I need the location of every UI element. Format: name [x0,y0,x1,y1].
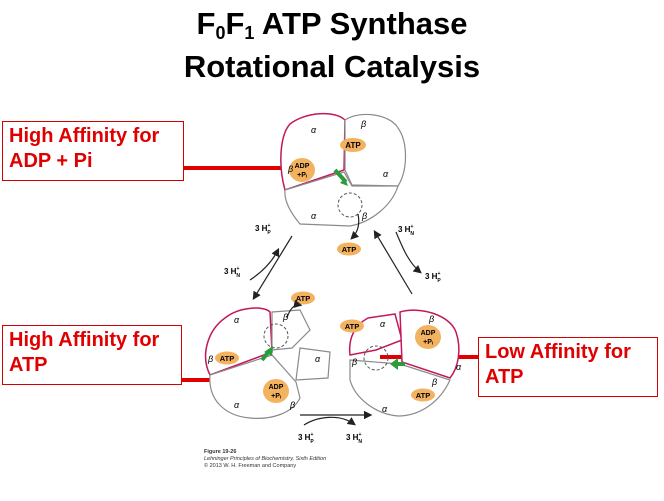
svg-text:α: α [456,362,462,372]
svg-text:β: β [282,312,288,322]
svg-text:α: α [383,169,389,179]
svg-text:ADP: ADP [295,163,310,170]
callout-line: Low Affinity for [485,341,631,363]
h-plus-n-label: 3 H+N [224,266,240,279]
callout-line: High Affinity for [9,329,160,351]
callout-low-affinity-atp: Low Affinity for ATP [478,337,658,397]
svg-text:α: α [315,354,321,364]
svg-text:β: β [287,164,293,174]
h-plus-n-label: 3 H+N [398,224,414,237]
callout-line: High Affinity for [9,125,160,147]
svg-text:β: β [428,314,434,324]
caption-figure-number: Figure 19-26 [204,449,237,455]
svg-text:ATP: ATP [345,141,361,150]
svg-text:α: α [311,211,317,221]
svg-text:+Pᵢ: +Pᵢ [423,339,433,346]
h-plus-p-label: 3 H+P [425,271,441,284]
complex-bottom-left: ATP ADP +Pᵢ ATP α β α β α β [204,291,331,419]
callout-line: ATP [9,354,48,376]
callout-line: ADP + Pi [9,150,93,172]
caption-book: Lehninger Principles of Biochemistry, Si… [204,456,327,462]
svg-text:β: β [207,354,213,364]
arrow-bottom: 3 H+P 3 H+N [298,410,373,445]
h-plus-p-label: 3 H+P [255,223,271,236]
complex-bottom-right: ATP ADP +Pᵢ ATP α β α β α β [340,309,462,417]
callout-high-affinity-atp: High Affinity for ATP [2,325,182,385]
arrow-right-ascending: 3 H+N 3 H+P [373,224,441,295]
h-plus-p-label: 3 H+P [298,432,314,445]
svg-text:β: β [360,119,366,129]
svg-text:β: β [289,400,295,410]
callout-high-affinity-adp-pi: High Affinity for ADP + Pi [2,121,184,181]
svg-text:ATP: ATP [345,322,359,331]
svg-text:ATP: ATP [416,391,430,400]
svg-text:α: α [234,400,240,410]
title-line-2: Rotational Catalysis [183,49,481,84]
svg-text:+Pᵢ: +Pᵢ [271,393,281,400]
svg-text:ATP: ATP [342,245,356,254]
svg-text:α: α [382,404,388,414]
svg-text:ATP: ATP [296,294,310,303]
svg-text:ADP: ADP [421,330,436,337]
svg-text:+Pᵢ: +Pᵢ [297,172,307,179]
svg-text:α: α [234,315,240,325]
svg-text:α: α [311,125,317,135]
complex-top: ATP ADP +Pᵢ α β α β α β ATP [280,112,407,256]
svg-text:β: β [361,211,367,221]
svg-text:β: β [351,357,357,367]
svg-text:ATP: ATP [220,354,234,363]
arrow-left-descending: 3 H+P 3 H+N [224,223,293,301]
svg-text:β: β [431,377,437,387]
caption-copyright: © 2013 W. H. Freeman and Company [204,463,297,469]
title-line-1: F0F1 ATP Synthase [196,6,468,43]
callout-line: ATP [485,366,524,388]
svg-text:ADP: ADP [269,384,284,391]
svg-text:α: α [380,319,386,329]
figure-caption: Figure 19-26 Lehninger Principles of Bio… [204,449,326,470]
h-plus-n-label: 3 H+N [346,432,362,445]
